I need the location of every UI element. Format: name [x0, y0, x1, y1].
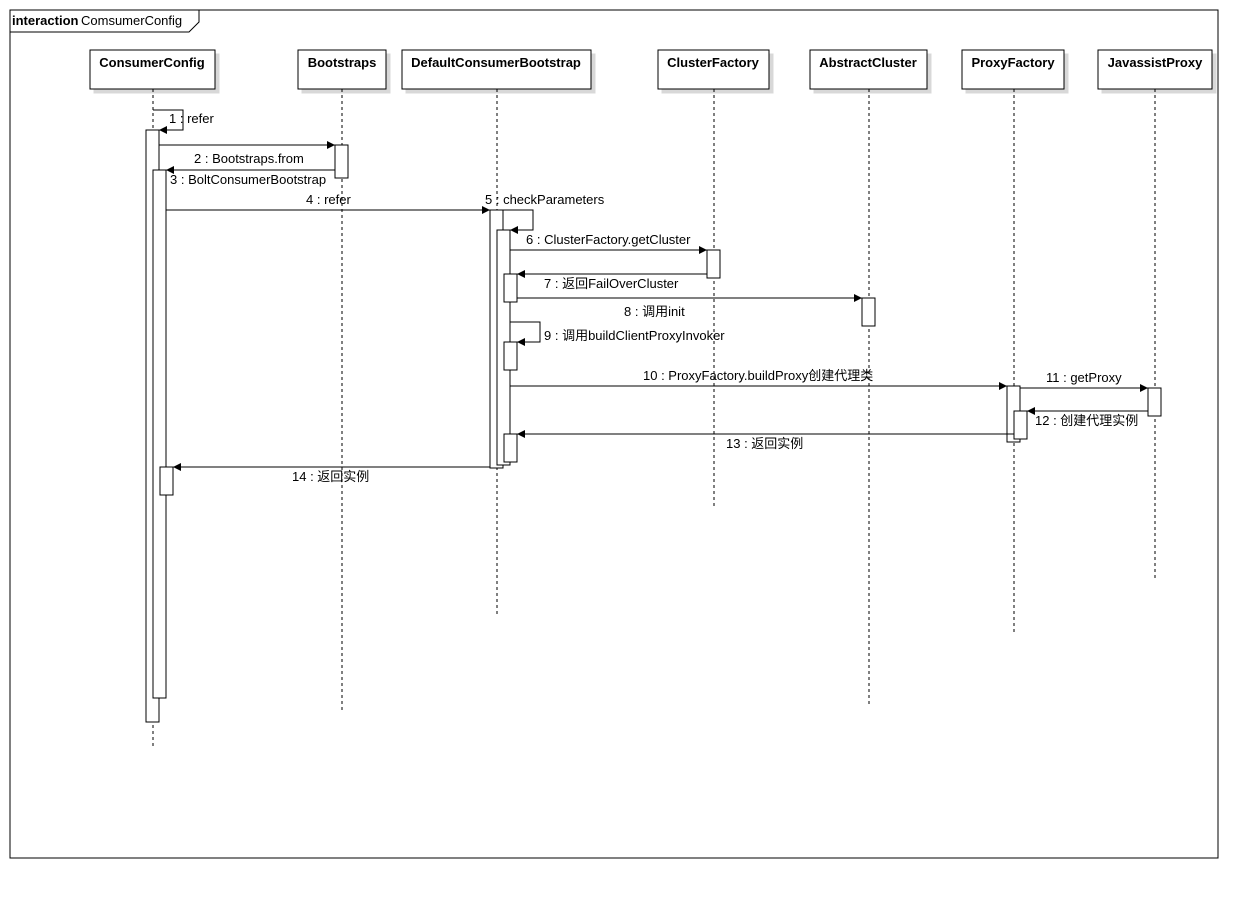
participant-label: AbstractCluster	[819, 55, 917, 70]
message-label-7: 7 : 返回FailOverCluster	[544, 276, 679, 291]
frame-keyword: interaction	[12, 13, 79, 28]
message-label-10: 10 : ProxyFactory.buildProxy创建代理类	[643, 368, 873, 383]
message-label-11: 11 : getProxy	[1046, 370, 1122, 385]
participant-javassistproxy: JavassistProxy	[1097, 49, 1213, 90]
message-label-5: 5 : checkParameters	[485, 192, 605, 207]
message-label-1: 1 : refer	[169, 111, 214, 126]
message-label-3: 3 : BoltConsumerBootstrap	[170, 172, 326, 187]
frame-name: ComsumerConfig	[81, 13, 182, 28]
participant-consumerconfig: ConsumerConfig	[89, 49, 216, 90]
message-label-9: 9 : 调用buildClientProxyInvoker	[544, 328, 725, 343]
message-label-12: 12 : 创建代理实例	[1035, 413, 1138, 428]
activation-bar	[861, 297, 876, 327]
message-label-4: 4 : refer	[306, 192, 351, 207]
frame-tab	[10, 10, 200, 33]
message-arrow-9	[510, 321, 541, 346]
activation-bar	[1013, 410, 1028, 440]
interaction-frame	[9, 9, 1219, 859]
participant-defaultconsumerbootstrap: DefaultConsumerBootstrap	[401, 49, 592, 90]
participant-abstractcluster: AbstractCluster	[809, 49, 928, 90]
activation-bar	[503, 433, 518, 463]
participant-proxyfactory: ProxyFactory	[961, 49, 1065, 90]
activation-bar	[152, 169, 167, 699]
message-arrow-1	[153, 109, 184, 134]
message-arrow-5	[503, 209, 534, 234]
activation-bar	[159, 466, 174, 496]
participant-label: ProxyFactory	[971, 55, 1055, 70]
participant-label: ConsumerConfig	[99, 55, 205, 70]
participant-label: Bootstraps	[308, 55, 377, 70]
message-label-8: 8 : 调用init	[624, 304, 685, 319]
activation-bar	[1147, 387, 1162, 417]
participant-label: ClusterFactory	[667, 55, 760, 70]
message-label-14: 14 : 返回实例	[292, 469, 369, 484]
participant-label: JavassistProxy	[1108, 55, 1203, 70]
message-label-6: 6 : ClusterFactory.getCluster	[526, 232, 691, 247]
participant-bootstraps: Bootstraps	[297, 49, 387, 90]
activation-bar	[334, 144, 349, 179]
activation-bar	[503, 273, 518, 303]
message-label-13: 13 : 返回实例	[726, 436, 803, 451]
participant-label: DefaultConsumerBootstrap	[411, 55, 581, 70]
message-label-2: 2 : Bootstraps.from	[194, 151, 304, 166]
activation-bar	[503, 341, 518, 371]
activation-bar	[706, 249, 721, 279]
participant-clusterfactory: ClusterFactory	[657, 49, 770, 90]
